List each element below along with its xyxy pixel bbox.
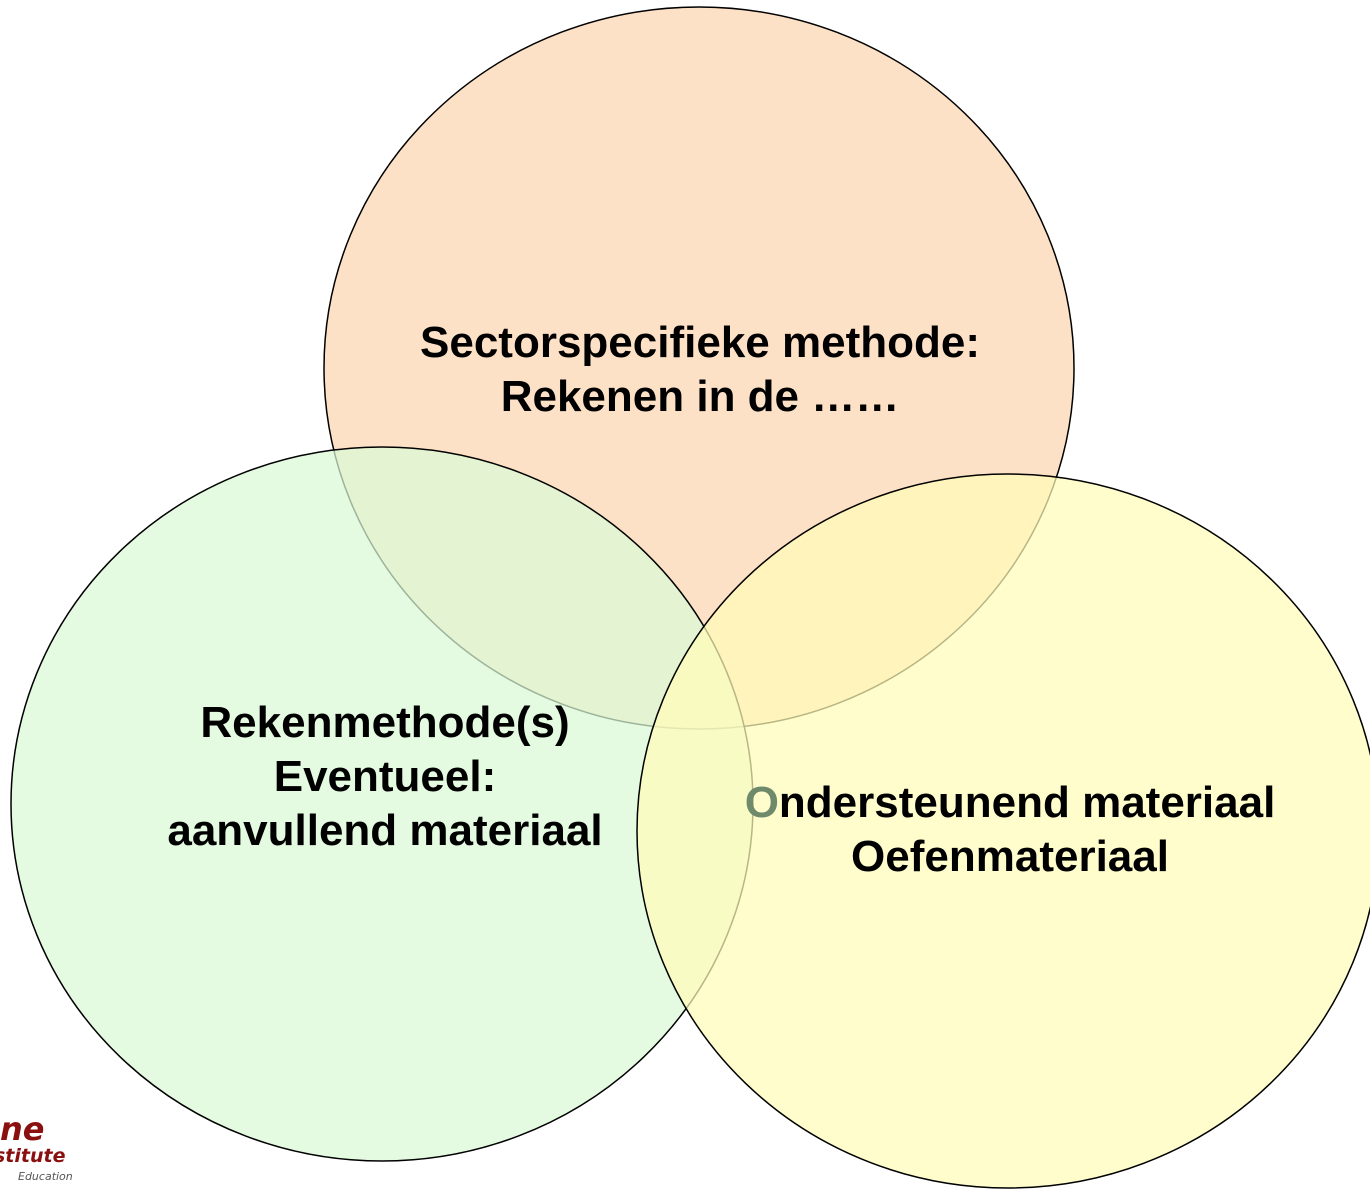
label-left-line-1: Rekenmethode(s) <box>200 698 570 747</box>
label-left-line-2: Eventueel: <box>273 752 497 801</box>
label-top-line-2: Rekenen in de …… <box>500 372 900 421</box>
institute-logo: ne stitute Education <box>0 1112 80 1189</box>
logo-mark: ne <box>0 1112 45 1148</box>
label-top-line-1: Sectorspecifieke methode: <box>420 318 980 367</box>
label-right-line-2: Oefenmateriaal <box>851 832 1169 881</box>
label-right-first-letter: O <box>744 778 779 827</box>
logo-line-2: Education <box>18 1170 73 1183</box>
label-left-circle: Rekenmethode(s) Eventueel: aanvullend ma… <box>80 696 690 858</box>
label-right-line-1-rest: ndersteunend materiaal <box>778 778 1276 827</box>
label-top-circle: Sectorspecifieke methode: Rekenen in de … <box>330 316 1070 424</box>
label-right-line-1: Ondersteunend materiaal <box>700 776 1320 830</box>
label-right-circle: Ondersteunend materiaal Oefenmateriaal <box>700 776 1320 884</box>
label-left-line-3: aanvullend materiaal <box>167 806 603 855</box>
circle-right <box>636 473 1370 1189</box>
logo-line-1: stitute <box>0 1145 66 1167</box>
